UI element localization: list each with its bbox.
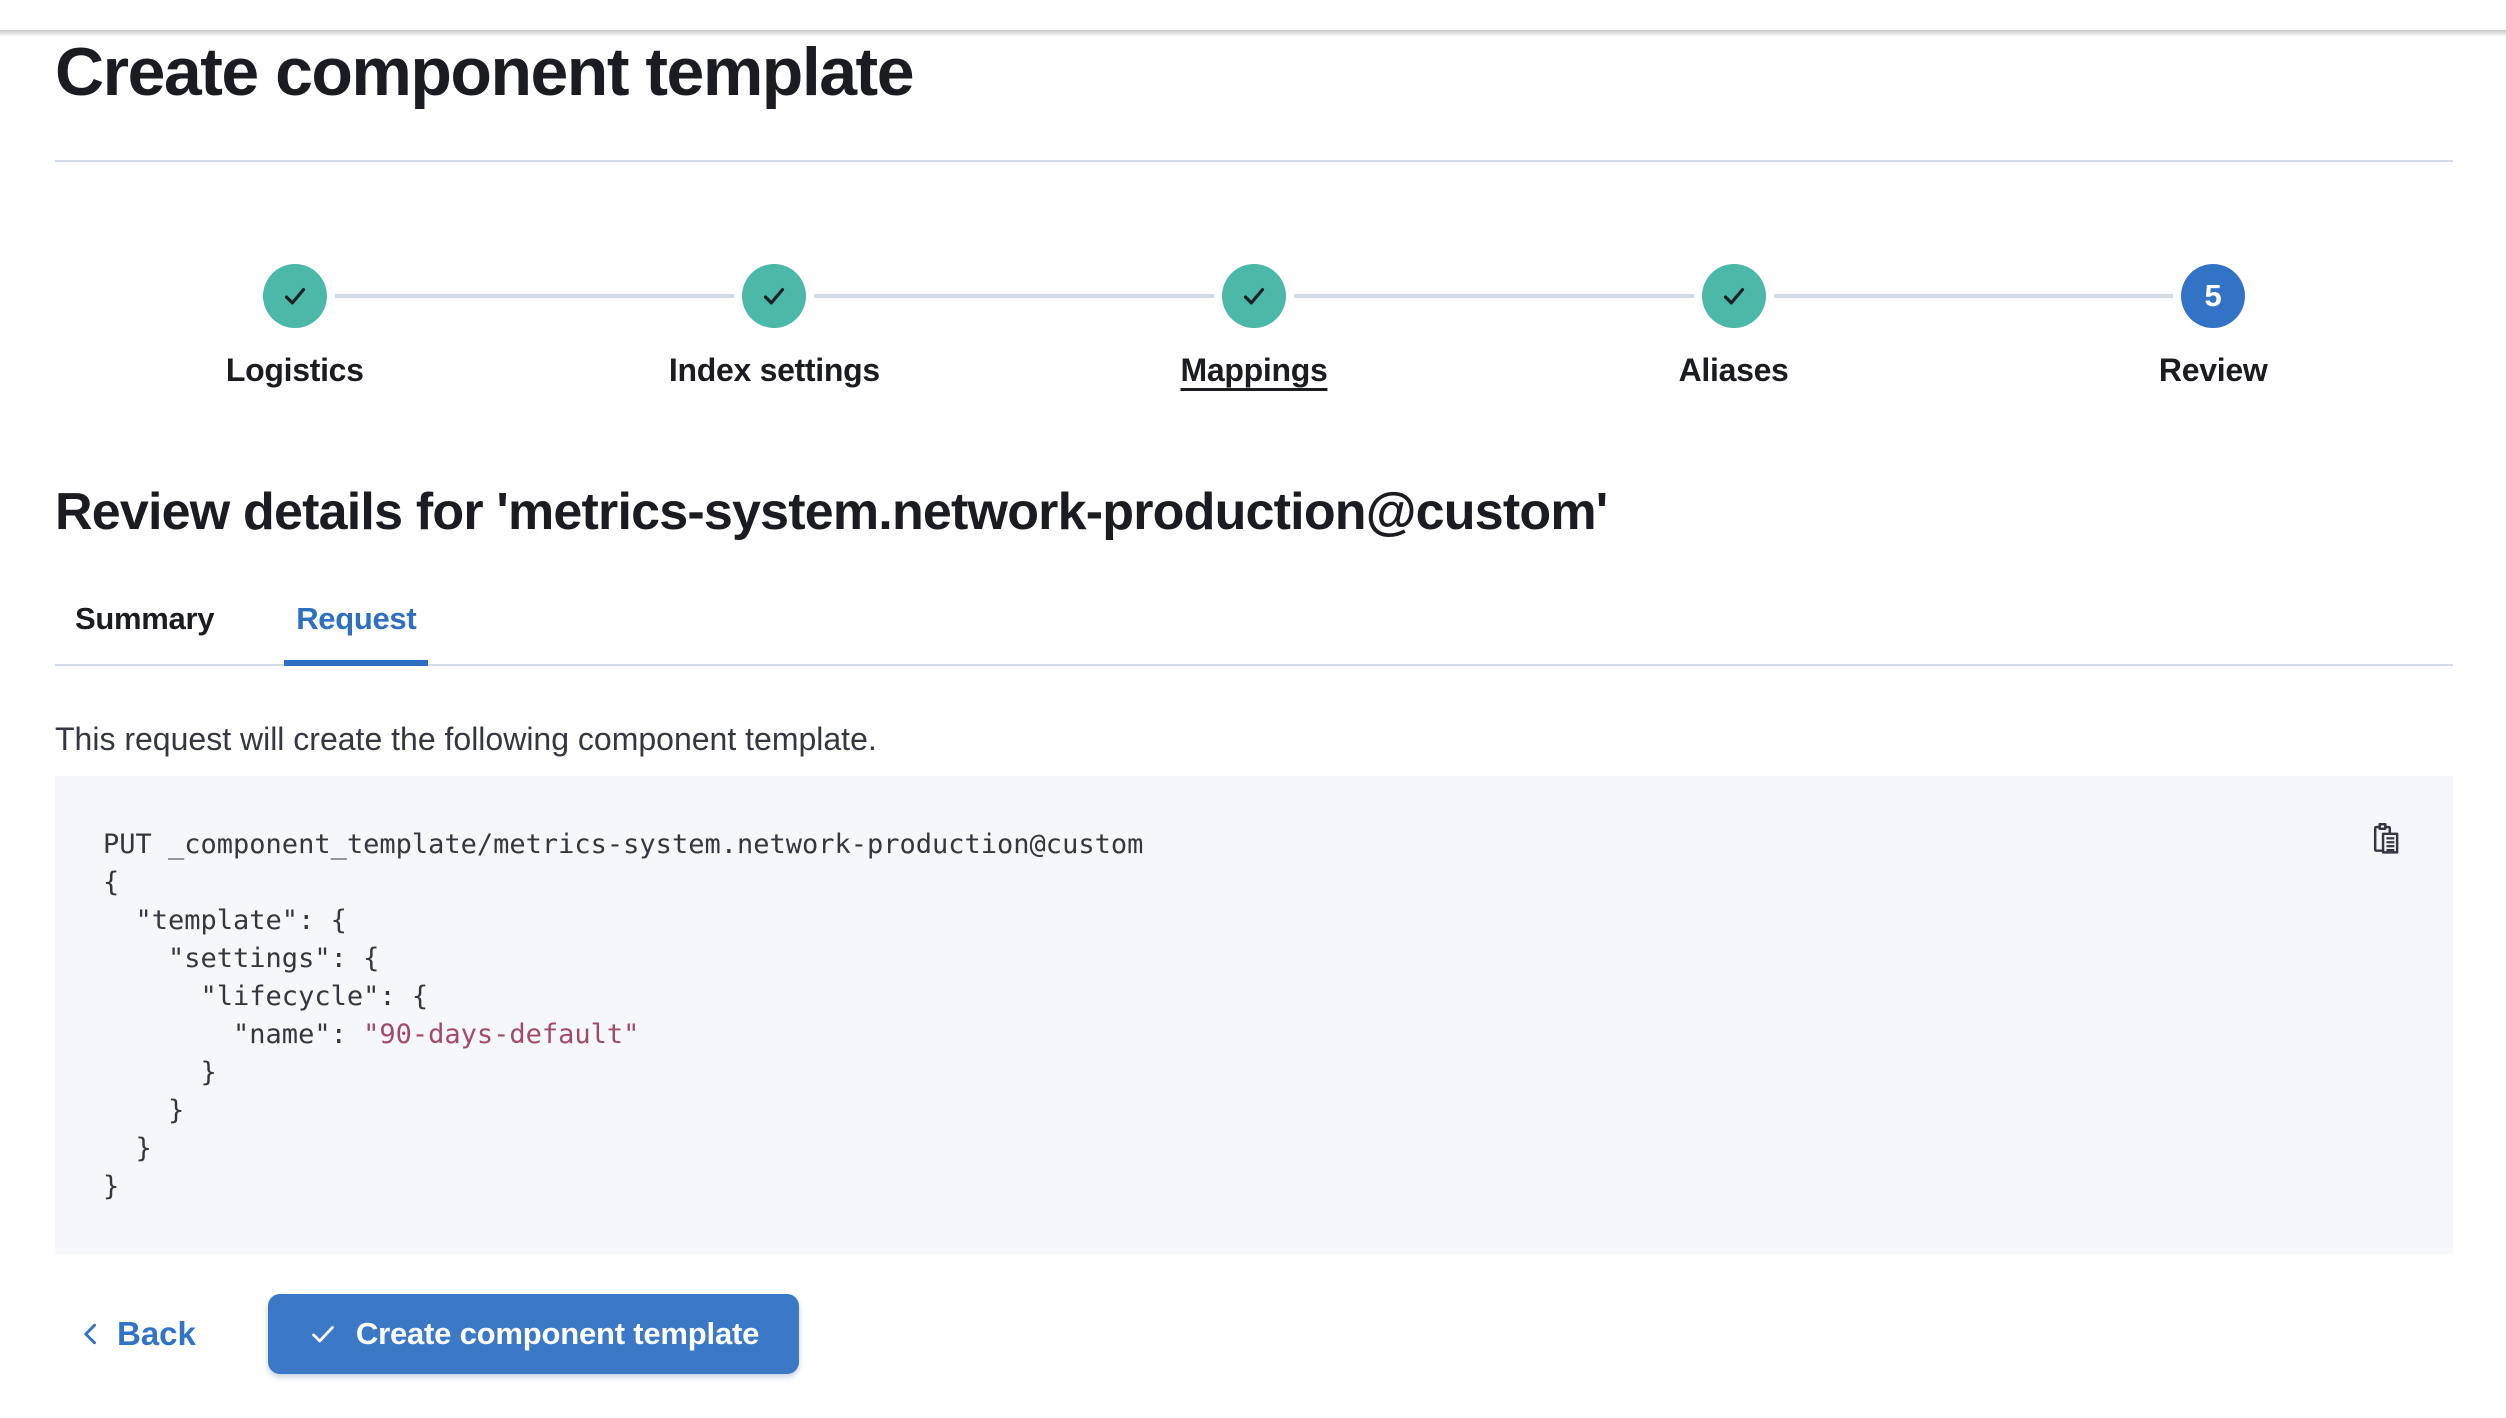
check-icon [312,1326,334,1343]
page-title: Create component template [55,34,915,110]
review-details-heading: Review details for 'metrics-system.netwo… [55,483,1608,541]
step-complete-circle [1221,264,1286,328]
chevron-left-icon [84,1323,96,1345]
step-label: Logistics [225,352,364,388]
step-current-circle: 5 [2181,264,2246,328]
step-connector [1294,294,1694,298]
check-icon [764,288,785,305]
check-icon [1723,288,1744,305]
step-label: Index settings [668,352,880,388]
step-label: Aliases [1678,352,1789,388]
step-label: Review [2158,352,2268,388]
step-connector [814,294,1214,298]
tab-bar: Summary Request [55,600,2453,666]
create-button-label: Create component template [355,1316,760,1351]
step-label: Mappings [1180,352,1328,388]
code-content: PUT _component_template/metrics-system.n… [103,829,1144,1202]
create-component-template-page: Create component template Logistics Inde… [0,30,2506,1374]
step-connector [334,294,735,298]
back-button-label: Back [117,1315,196,1352]
step-number: 5 [2204,278,2222,313]
request-description: This request will create the following c… [55,721,877,757]
step-logistics[interactable]: Logistics [55,264,535,390]
copy-clipboard-icon [2373,823,2399,854]
step-complete-circle [262,264,327,328]
request-code-block: PUT _component_template/metrics-system.n… [55,776,2453,1254]
check-icon [284,288,305,305]
stepper: Logistics Index settings Mappings Aliase… [55,264,2453,390]
tab-request[interactable]: Request [284,600,429,666]
check-icon [1243,288,1265,305]
back-button[interactable]: Back [77,1315,196,1353]
tab-summary[interactable]: Summary [63,600,226,664]
step-aliases[interactable]: Aliases [1494,264,1974,390]
step-index-settings[interactable]: Index settings [535,264,1015,390]
step-mappings[interactable]: Mappings [1014,264,1494,390]
step-complete-circle [1701,264,1766,328]
footer-actions: Back Create component template [55,1294,2453,1374]
window-top-edge [0,30,2506,37]
header-divider [55,160,2453,162]
step-review[interactable]: 5 Review [1973,264,2453,390]
step-connector [1773,294,2174,298]
step-complete-circle [742,264,807,328]
create-component-template-button[interactable]: Create component template [267,1294,800,1374]
copy-button[interactable] [2361,822,2405,866]
